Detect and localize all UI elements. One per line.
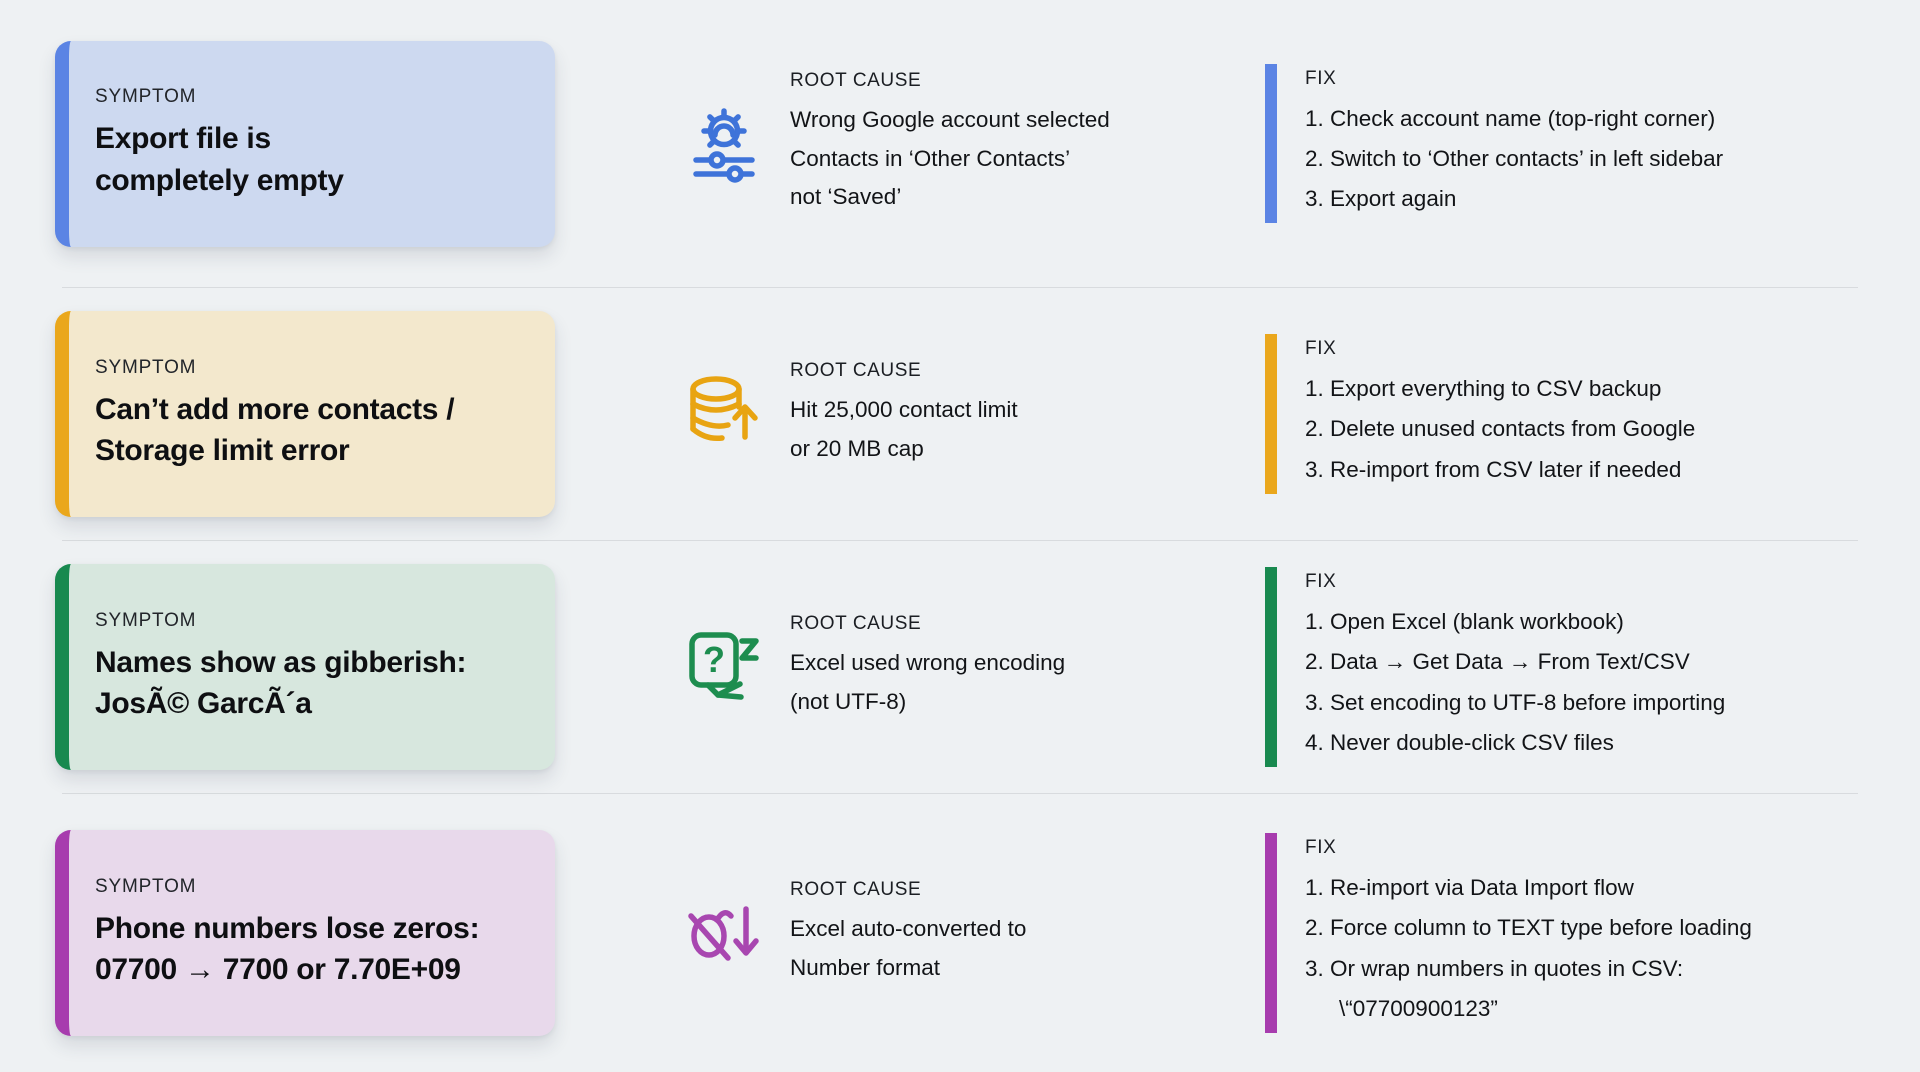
fix-step: 1. Open Excel (blank workbook) [1305,609,1624,635]
root-cause-label: ROOT CAUSE [790,359,922,381]
fix-step: 2. Delete unused contacts from Google [1305,416,1696,442]
root-cause-text: Excel auto-converted to Number format [790,915,1027,980]
symptom-title: Export file is completely empty [95,122,344,197]
fix-step: 4. Never double-click CSV files [1305,729,1614,755]
symptom-card: SYMPTOM Can’t add more contacts / Storag… [55,311,555,517]
row-divider [62,540,1858,541]
root-cause-block: ROOT CAUSE Hit 25,000 contact limit or 2… [790,360,1265,468]
fix-step: 1. Check account name (top-right corner) [1305,105,1716,131]
fix-panel: FIX 1. Check account name (top-right cor… [1265,63,1870,224]
fix-label: FIX [1305,837,1337,859]
fix-label: FIX [1305,338,1337,360]
issue-row: SYMPTOM Export file is completely empty [0,0,1920,287]
icon-column [684,374,764,454]
root-cause-label: ROOT CAUSE [790,69,922,91]
symptom-card: SYMPTOM Export file is completely empty [55,40,555,247]
root-cause-text: Hit 25,000 contact limit or 20 MB cap [790,396,1018,461]
encoding-question-icon: ? [689,632,759,700]
fix-label: FIX [1305,67,1337,89]
icon-column [684,104,764,184]
fix-step: 3. Set encoding to UTF-8 before importin… [1305,689,1726,715]
fix-step: 3. Re-import from CSV later if needed [1305,456,1682,482]
issue-row: SYMPTOM Can’t add more contacts / Storag… [0,288,1920,540]
row-divider [62,287,1858,288]
fix-panel: FIX 1. Re-import via Data Import flow 2.… [1265,833,1870,1033]
icon-column [684,893,764,973]
symptom-card: SYMPTOM Phone numbers lose zeros: 07700 … [55,830,555,1036]
issue-row: SYMPTOM Phone numbers lose zeros: 07700 … [0,794,1920,1072]
symptom-card: SYMPTOM Names show as gibberish: JosÃ© G… [55,564,555,770]
symptom-title: Names show as gibberish: JosÃ© GarcÃ´a [95,645,467,720]
svg-text:?: ? [703,639,725,680]
fix-label: FIX [1305,571,1337,593]
settings-gear-sliders-icon [693,107,755,183]
fix-step: 2. Force column to TEXT type before load… [1305,915,1752,941]
fix-step: 2. Switch to ‘Other contacts’ in left si… [1305,145,1724,171]
root-cause-block: ROOT CAUSE Excel auto-converted to Numbe… [790,879,1265,987]
symptom-label: SYMPTOM [95,875,197,897]
root-cause-label: ROOT CAUSE [790,878,922,900]
fix-step: 2. Data → Get Data → From Text/CSV [1305,649,1690,675]
fix-step: 1. Export everything to CSV backup [1305,376,1662,402]
fix-panel: FIX 1. Export everything to CSV backup 2… [1265,334,1870,494]
leading-zero-loss-icon [688,906,759,961]
row-divider [62,793,1858,794]
root-cause-block: ROOT CAUSE Excel used wrong encoding (no… [790,613,1265,721]
root-cause-label: ROOT CAUSE [790,612,922,634]
symptom-label: SYMPTOM [95,86,197,108]
issue-row: SYMPTOM Names show as gibberish: JosÃ© G… [0,541,1920,793]
root-cause-block: ROOT CAUSE Wrong Google account selected… [790,70,1265,217]
fix-step: 3. Export again [1305,186,1457,212]
fix-step: 3. Or wrap numbers in quotes in CSV: [1305,955,1684,981]
symptom-label: SYMPTOM [95,609,197,631]
icon-column: ? [684,627,764,707]
database-limit-icon [690,376,758,442]
fix-panel: FIX 1. Open Excel (blank workbook) 2. Da… [1265,567,1870,767]
fix-step: 1. Re-import via Data Import flow [1305,875,1634,901]
symptom-label: SYMPTOM [95,356,197,378]
root-cause-text: Wrong Google account selected Contacts i… [790,106,1110,210]
fix-step-continuation: \“07700900123” [1339,995,1498,1021]
root-cause-text: Excel used wrong encoding (not UTF-8) [790,649,1066,714]
symptom-title: Can’t add more contacts / Storage limit … [95,392,455,467]
symptom-title: Phone numbers lose zeros: 07700 → 7700 o… [95,911,480,986]
